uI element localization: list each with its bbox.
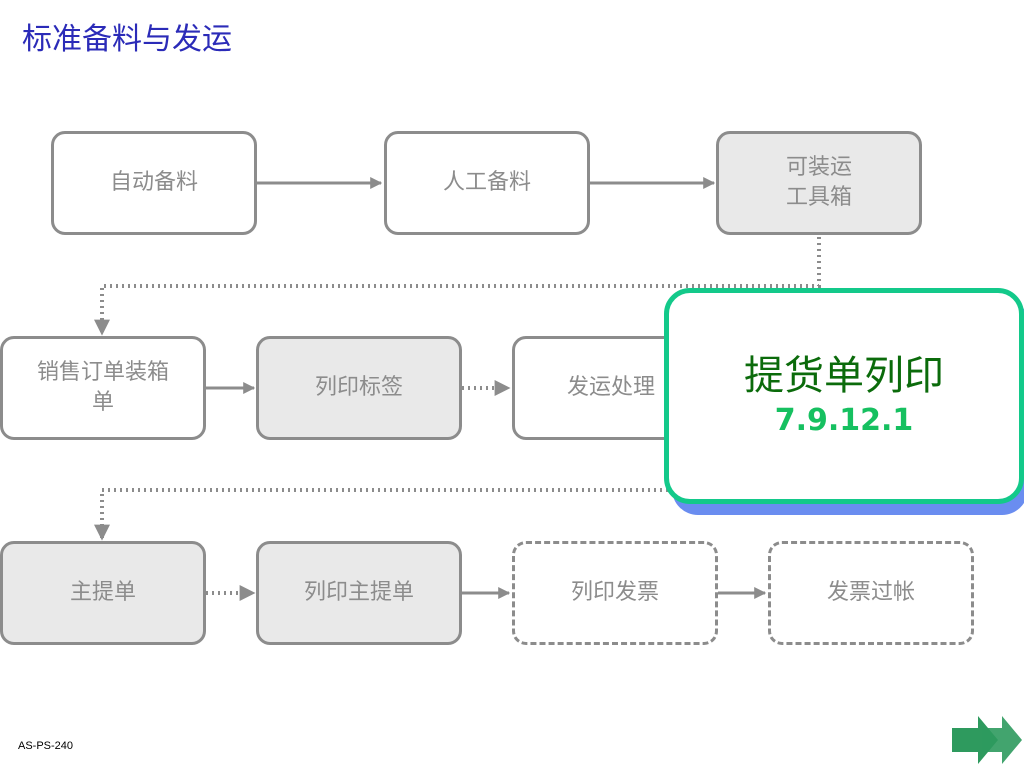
- box-manual-picking: 人工备料: [384, 131, 590, 235]
- double-right-arrow-icon[interactable]: [952, 712, 1024, 768]
- box-print-master-bill: 列印主提单: [256, 541, 462, 645]
- box-print-label: 列印标签: [256, 336, 462, 440]
- box-sales-order-packing-list: 销售订单装箱 单: [0, 336, 206, 440]
- box-label: 列印发票: [570, 580, 659, 605]
- box-label: 主提单: [69, 580, 136, 605]
- box-print-invoice: 列印发票: [512, 541, 718, 645]
- box-label: 发票过帐: [826, 580, 915, 605]
- box-label: 列印主提单: [303, 580, 414, 605]
- slide-code: AS-PS-240: [18, 740, 74, 752]
- box-invoice-posting: 发票过帐: [768, 541, 974, 645]
- box-label: 可装运 工具箱: [785, 155, 852, 210]
- box-label: 列印标签: [314, 375, 403, 400]
- page-title: 标准备料与发运: [22, 22, 232, 57]
- box-label: 人工备料: [442, 170, 531, 195]
- box-auto-picking: 自动备料: [51, 131, 257, 235]
- callout-code: 7.9.12.1: [774, 403, 914, 438]
- box-label: 自动备料: [109, 170, 198, 195]
- box-master-bill: 主提单: [0, 541, 206, 645]
- dotted-connector-row2-row3: [94, 488, 680, 541]
- callout-title: 提货单列印: [744, 353, 944, 399]
- box-label: 发运处理: [567, 375, 656, 400]
- box-label: 销售订单装箱 单: [36, 360, 169, 415]
- box-shippable-toolbox: 可装运 工具箱: [716, 131, 922, 235]
- dotted-connector-row1-row2: [94, 237, 821, 336]
- callout-bill-of-lading-print: 提货单列印 7.9.12.1: [664, 288, 1024, 504]
